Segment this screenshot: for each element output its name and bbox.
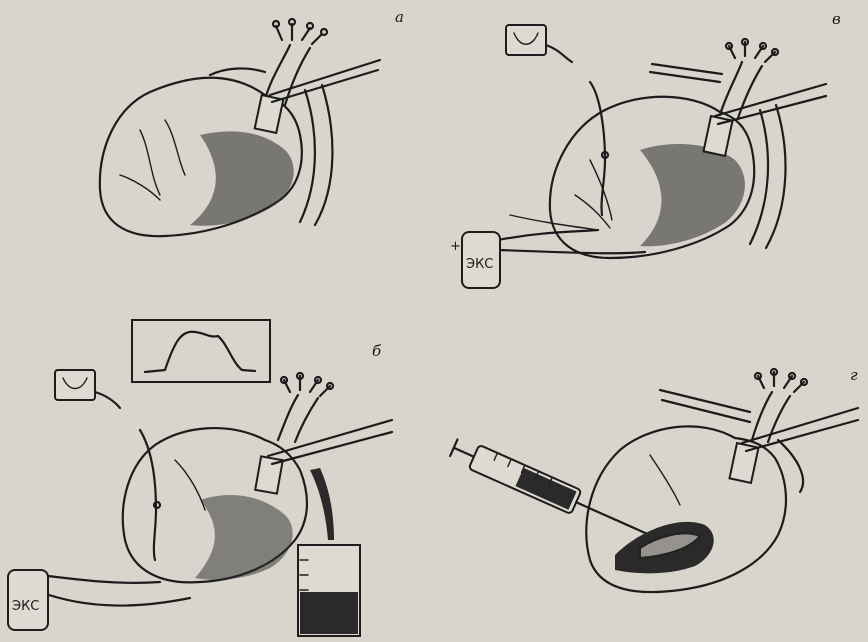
panel-d: г [449, 366, 858, 592]
panel-a-shade [190, 131, 294, 225]
panel-a: а [100, 8, 404, 236]
panel-c-monitor-icon [55, 370, 95, 400]
panel-b-pacemaker-label: ЭКС [466, 257, 493, 272]
panel-c-beaker-fluid [300, 592, 358, 634]
panel-c: ЭКС б [8, 320, 392, 636]
panel-d-letter: г [850, 366, 858, 384]
panel-c-shade [195, 495, 293, 580]
panel-c-pacemaker-label: ЭКС [12, 599, 39, 614]
panel-c-letter: б [372, 342, 382, 360]
panel-a-aorta [265, 45, 310, 105]
panel-b-shade [640, 144, 745, 246]
panel-b-monitor-icon [506, 25, 546, 55]
panel-c-curve-box [132, 320, 270, 382]
panel-a-letter: а [395, 8, 404, 26]
panel-b: ЭКС + в [450, 10, 841, 288]
panel-c-drain [310, 468, 334, 540]
panel-c-pressure-curve [145, 332, 255, 372]
panel-b-letter: в [832, 10, 841, 28]
panel-b-plus-sign: + [450, 239, 461, 254]
